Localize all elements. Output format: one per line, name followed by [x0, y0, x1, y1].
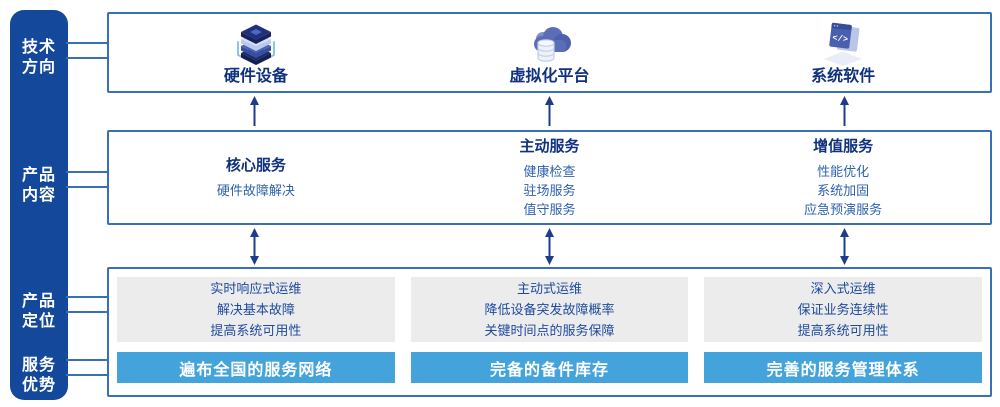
sidebar-label-line: 产品	[21, 293, 56, 310]
sidebar-label-tech-direction: 技术 方向	[10, 38, 68, 78]
service-column-value-added: 增值服务 性能优化 系统加固 应急预演服务	[696, 132, 990, 223]
sidebar-label-line: 技术	[21, 39, 56, 56]
advantage-label: 遍布全国的服务网络	[179, 361, 333, 379]
up-arrow-icon	[840, 96, 849, 126]
service-item: 性能优化	[817, 163, 870, 179]
positioning-panel: 主动式运维 降低设备突发故障概率 关键时间点的服务保障	[410, 277, 689, 343]
tech-item-label: 虚拟化平台	[509, 68, 590, 85]
positioning-line: 关键时间点的服务保障	[484, 323, 615, 339]
tech-direction-box: 硬件设备 虚拟化平台	[107, 12, 992, 93]
positioning-panel: 实时响应式运维 解决基本故障 提高系统可用性	[117, 277, 395, 343]
positioning-advantage-box: 实时响应式运维 解决基本故障 提高系统可用性 遍布全国的服务网络 主动式运维 降…	[107, 267, 992, 397]
positioning-line: 实时响应式运维	[210, 281, 302, 297]
tech-item-label: 硬件设备	[223, 68, 288, 85]
tech-item-hardware: 硬件设备	[109, 14, 403, 91]
positioning-column-indepth: 深入式运维 保证业务连续性 提高系统可用性 完善的服务管理体系	[704, 277, 983, 383]
up-arrow-icon	[545, 96, 554, 126]
up-arrow-icon	[250, 96, 259, 126]
sidebar-label-product-positioning: 产品 定位	[10, 292, 68, 332]
tech-item-system-software: </> 系统软件	[696, 14, 990, 91]
connector-line	[66, 186, 108, 188]
double-arrow-icon	[250, 228, 259, 265]
sidebar-label-line: 定位	[21, 313, 56, 330]
cloud-database-icon	[526, 19, 574, 67]
service-item: 硬件故障解决	[216, 182, 295, 198]
service-column-core: 核心服务 硬件故障解决	[109, 132, 403, 223]
advantage-label: 完备的备件库存	[490, 361, 610, 379]
connector-line	[66, 374, 108, 376]
advantage-label: 完善的服务管理体系	[766, 361, 920, 379]
sidebar-label-line: 产品	[21, 167, 56, 184]
service-item: 健康检查	[523, 163, 576, 179]
service-column-proactive: 主动服务 健康检查 驻场服务 值守服务	[403, 132, 697, 223]
sidebar-label-line: 内容	[21, 187, 56, 204]
tech-item-label: 系统软件	[811, 68, 876, 85]
positioning-line: 深入式运维	[810, 281, 876, 297]
sidebar-label-service-advantage: 服务 优势	[10, 356, 68, 396]
connector-line	[66, 171, 108, 173]
software-window-icon: </>	[819, 19, 867, 67]
double-arrow-icon	[545, 228, 554, 265]
advantage-bar: 遍布全国的服务网络	[117, 352, 395, 383]
sidebar-label-line: 服务	[21, 357, 56, 374]
advantage-bar: 完善的服务管理体系	[704, 352, 983, 383]
positioning-panel: 深入式运维 保证业务连续性 提高系统可用性	[704, 277, 983, 343]
service-title: 增值服务	[813, 137, 874, 155]
sidebar-label-line: 优势	[21, 377, 56, 394]
server-stack-icon	[232, 19, 280, 67]
connector-line	[66, 42, 108, 44]
service-item: 驻场服务	[523, 182, 576, 198]
sidebar-rail: 技术 方向 产品 内容 产品 定位 服务 优势	[10, 10, 68, 400]
product-content-box: 核心服务 硬件故障解决 主动服务 健康检查 驻场服务 值守服务 增值服务 性能优…	[107, 130, 992, 225]
service-item: 值守服务	[523, 201, 576, 217]
sidebar-label-line: 方向	[21, 59, 56, 76]
positioning-line: 提高系统可用性	[797, 323, 889, 339]
service-title: 核心服务	[225, 156, 286, 174]
positioning-line: 降低设备突发故障概率	[484, 302, 615, 318]
service-item: 应急预演服务	[804, 201, 883, 217]
positioning-column-proactive: 主动式运维 降低设备突发故障概率 关键时间点的服务保障 完备的备件库存	[410, 277, 689, 383]
tech-item-virtualization: 虚拟化平台	[403, 14, 697, 91]
positioning-column-realtime: 实时响应式运维 解决基本故障 提高系统可用性 遍布全国的服务网络	[117, 277, 395, 383]
connector-line	[66, 296, 108, 298]
connector-line	[66, 311, 108, 313]
double-arrow-icon	[840, 228, 849, 265]
positioning-line: 提高系统可用性	[210, 323, 302, 339]
positioning-line: 解决基本故障	[216, 302, 295, 318]
positioning-line: 保证业务连续性	[797, 302, 889, 318]
advantage-bar: 完备的备件库存	[410, 352, 689, 383]
connector-line	[66, 57, 108, 59]
service-title: 主动服务	[519, 137, 580, 155]
code-glyph: </>	[832, 33, 849, 45]
positioning-line: 主动式运维	[517, 281, 583, 297]
service-item: 系统加固	[817, 182, 870, 198]
connector-line	[66, 359, 108, 361]
sidebar-label-product-content: 产品 内容	[10, 166, 68, 206]
